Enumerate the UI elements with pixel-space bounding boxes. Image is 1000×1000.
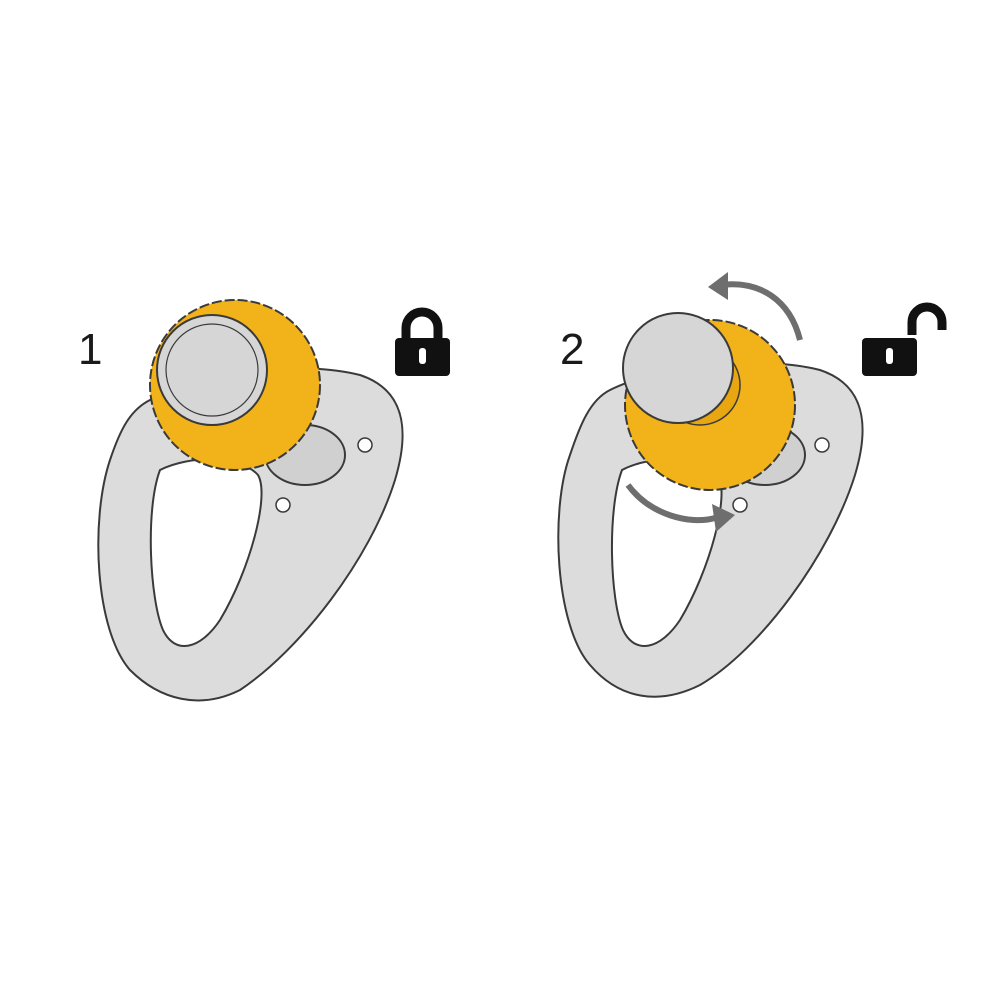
rivet-hole xyxy=(357,437,373,453)
nut-cap xyxy=(156,314,268,426)
step-1-illustration xyxy=(97,299,404,702)
arrowhead xyxy=(708,272,728,300)
rivet-hole xyxy=(275,497,291,513)
rotate-arrow-bottom xyxy=(625,483,716,524)
nut-cap xyxy=(622,312,734,424)
rivet-hole xyxy=(732,497,748,513)
cap-rim xyxy=(165,323,259,417)
arrowhead xyxy=(712,504,735,532)
step-2-illustration xyxy=(557,272,864,698)
padlock-closed-icon xyxy=(395,307,450,376)
rotate-arrow-top xyxy=(719,281,803,341)
rivet-hole xyxy=(814,437,830,453)
padlock-open-icon xyxy=(862,302,947,376)
step-1-number: 1 xyxy=(78,325,103,374)
step-2-number: 2 xyxy=(560,325,585,374)
